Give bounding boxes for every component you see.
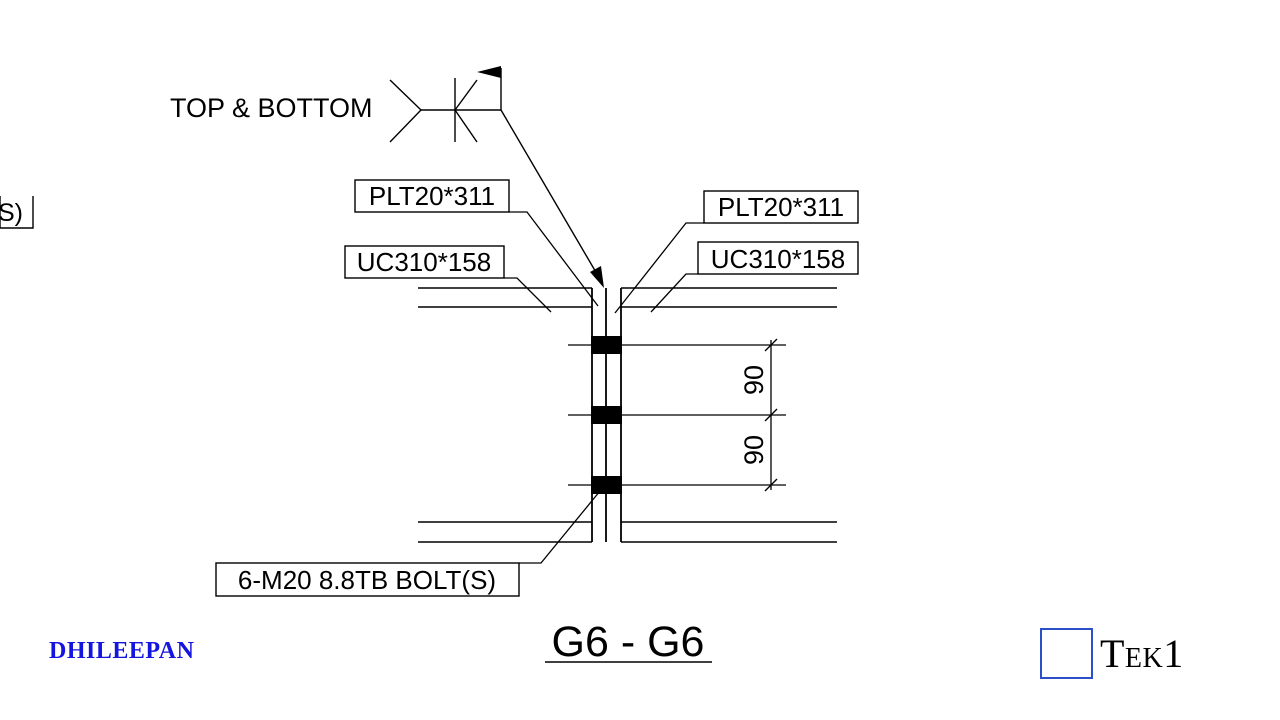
- column-label-right: UC310*158: [650, 241, 859, 313]
- brand-logo: Tek1: [1040, 625, 1184, 681]
- bolt-row-2: [568, 406, 786, 424]
- column-label-left: UC310*158: [344, 245, 552, 313]
- svg-text:PLT20*311: PLT20*311: [369, 181, 495, 211]
- bolt-label: 6-M20 8.8TB BOLT(S): [215, 490, 601, 597]
- author-name: DHILEEPAN: [49, 638, 195, 664]
- bolt-row-3: [568, 476, 786, 494]
- svg-text:S): S): [0, 199, 23, 227]
- brand-box-icon: [1040, 627, 1093, 679]
- svg-text:G6 - G6: G6 - G6: [552, 618, 705, 666]
- weld-note: TOP & BOTTOM: [170, 93, 373, 123]
- dimension-upper: 90: [739, 365, 769, 395]
- svg-text:6-M20 8.8TB BOLT(S): 6-M20 8.8TB BOLT(S): [238, 565, 496, 595]
- beam-lines: [418, 287, 837, 543]
- bolt-row-1: [568, 336, 786, 354]
- weld-symbol: [389, 66, 604, 288]
- svg-text:UC310*158: UC310*158: [357, 247, 491, 277]
- section-title: G6 - G6: [545, 618, 712, 666]
- plate-label-left: PLT20*311: [354, 179, 599, 307]
- brand-name: Tek1: [1100, 630, 1184, 676]
- svg-text:UC310*158: UC310*158: [711, 244, 845, 274]
- svg-text:PLT20*311: PLT20*311: [718, 192, 844, 222]
- plate-label-right: PLT20*311: [614, 190, 859, 314]
- flag-icon: [477, 66, 501, 78]
- dimension-lower: 90: [739, 435, 769, 465]
- partial-left-label: S): [0, 196, 34, 229]
- arrowhead-icon: [590, 266, 604, 288]
- dimension-line: [764, 338, 778, 492]
